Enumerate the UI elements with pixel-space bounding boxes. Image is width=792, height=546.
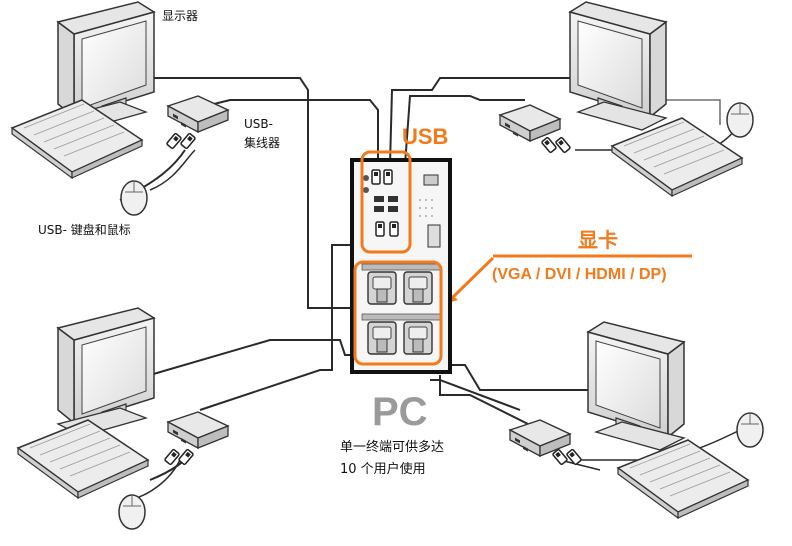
monitor-label: 显示器	[162, 9, 199, 23]
monitor-icon	[587, 321, 685, 451]
usb-hub-icon	[167, 95, 229, 133]
usb-keyboard-mouse-label: USB- 键盘和鼠标	[38, 223, 131, 237]
usb-port-icon	[363, 169, 399, 237]
usb-hub-icon	[509, 419, 571, 457]
keyboard-icon	[17, 419, 149, 499]
workstation-top-right	[499, 1, 754, 197]
graphics-card-label: 显卡	[578, 228, 618, 252]
usb-port-label: USB	[402, 124, 449, 149]
keyboard-icon	[611, 117, 743, 197]
usb-hub-icon	[167, 411, 229, 449]
monitor-icon	[569, 1, 667, 131]
keyboard-icon	[617, 439, 749, 519]
pc-label: PC	[372, 390, 428, 434]
mouse-icon	[726, 102, 754, 138]
workstation-bottom-right	[509, 321, 764, 519]
pc-tower-icon	[350, 158, 452, 374]
usb-highlight	[360, 150, 412, 254]
workstation-top-left	[11, 1, 229, 216]
graphics-ports-highlight	[353, 260, 443, 366]
mouse-icon	[736, 412, 764, 448]
workstation-bottom-left	[17, 307, 229, 530]
monitor-icon	[57, 307, 155, 437]
caption-line2: 10 个用户使用	[340, 462, 426, 477]
video-interfaces-label: (VGA / DVI / HDMI / DP)	[492, 266, 667, 283]
usb-hub-label-line1: USB-	[244, 117, 273, 131]
usb-hub-icon	[499, 104, 561, 142]
caption-line1: 单一终端可供多达	[340, 440, 445, 455]
usb-hub-label-line2: 集线器	[244, 136, 281, 150]
mouse-icon	[120, 180, 148, 216]
mouse-icon	[118, 494, 146, 530]
